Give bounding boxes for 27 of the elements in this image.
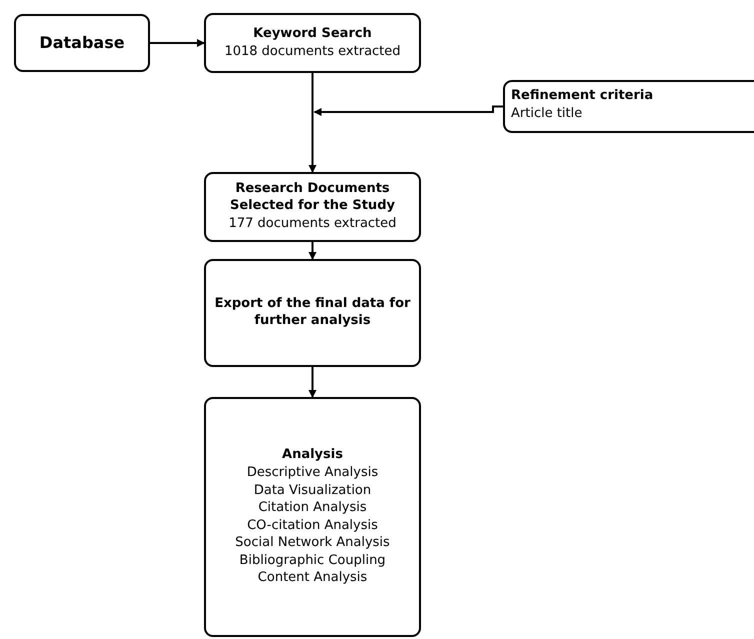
box-text: Article title <box>511 104 582 122</box>
process-box <box>503 80 754 133</box>
process-box <box>204 397 421 637</box>
box-text: CO-citation Analysis <box>247 516 378 534</box>
box-heading: Export of the final data for further analysis <box>214 296 411 330</box>
arrow <box>314 106 503 116</box>
box-text: Citation Analysis <box>258 499 367 517</box>
box-text: 177 documents extracted <box>228 215 396 233</box>
box-text: Data Visualization <box>254 482 372 500</box>
box-text: Content Analysis <box>258 569 368 587</box>
process-box <box>204 13 421 73</box>
arrow <box>308 73 316 173</box>
box-heading: Research Documents Selected for the Study <box>229 181 396 216</box>
box-heading: Keyword Search <box>253 26 372 43</box>
box-text: Bibliographic Coupling <box>239 552 386 570</box>
box-text: Social Network Analysis <box>235 534 390 552</box>
box-heading: Analysis <box>282 447 343 464</box>
box-text: 1018 documents extracted <box>224 42 401 60</box>
process-box <box>14 14 150 72</box>
arrow <box>150 39 205 47</box>
process-box <box>204 259 421 367</box>
process-box <box>204 172 421 242</box>
box-heading: Refinement criteria <box>511 88 654 105</box>
arrow <box>308 242 316 260</box>
arrow <box>308 367 316 398</box>
box-heading: Database <box>39 32 125 54</box>
box-text: Descriptive Analysis <box>246 464 378 482</box>
